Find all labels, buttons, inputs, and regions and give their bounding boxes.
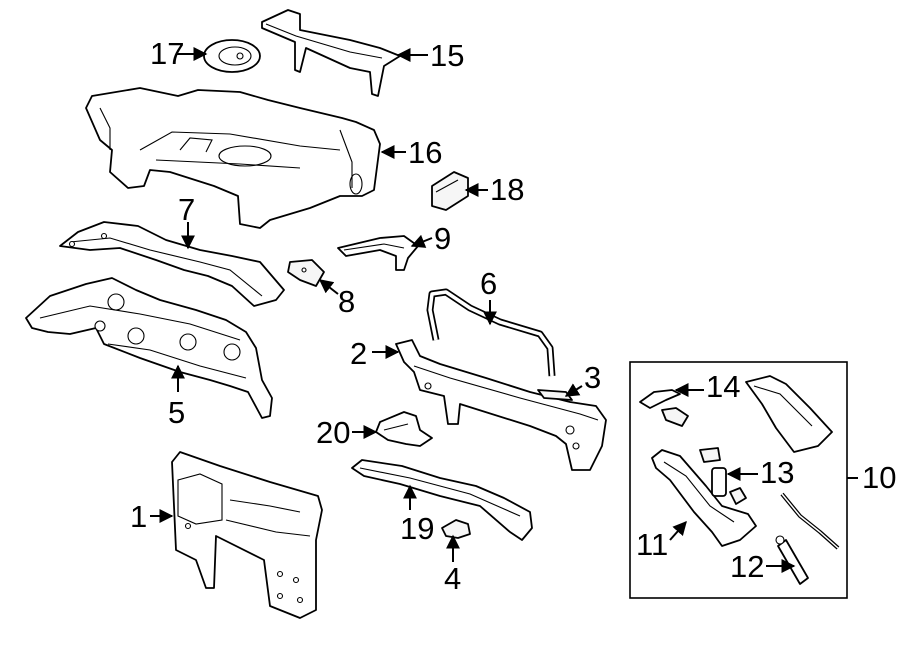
callout-18: 18 [490,172,524,207]
callout-4: 4 [444,561,461,596]
callout-20: 20 [316,415,350,450]
leader-8 [318,279,339,295]
part-13-drawing [711,467,747,505]
part-20-drawing [375,411,433,447]
callout-1: 1 [130,499,147,534]
callout-11: 11 [636,527,668,562]
callout-5: 5 [168,395,185,430]
part-7-drawing [59,221,285,307]
callout-labels: 1 2 3 4 5 6 7 8 9 10 11 12 13 14 15 16 1… [130,36,896,596]
callout-13: 13 [760,455,794,490]
part-12-drawing [775,535,809,585]
part-18-drawing [431,171,469,211]
part-11-drawing [651,447,757,547]
part-14-drawing [639,389,689,427]
callout-2: 2 [350,336,367,371]
part-17-drawing [203,39,261,73]
callout-19: 19 [400,511,434,546]
leader-11 [669,520,687,541]
callout-15: 15 [430,38,464,73]
part-16-drawing [85,87,381,229]
part-15-drawing [261,9,401,97]
part-1-drawing [171,451,323,619]
part-4-drawing [441,519,471,539]
part-9-drawing [337,235,419,271]
callout-10: 10 [862,460,896,495]
callout-6: 6 [480,266,497,301]
leader-9 [410,234,433,248]
part-10-strut-drawing [780,492,840,550]
callout-12: 12 [730,549,764,584]
callout-8: 8 [338,284,355,319]
callout-10-box [629,361,848,599]
part-6-drawing [426,288,556,377]
callout-9: 9 [434,221,451,256]
callout-3: 3 [584,360,601,395]
callout-7: 7 [178,192,195,227]
part-5-drawing [25,277,273,419]
part-3-drawing [537,389,573,401]
part-8-drawing [287,259,325,287]
leader-3 [564,383,583,397]
callout-14: 14 [706,369,740,404]
leader-arrows [150,47,796,573]
part-10-panel-drawing [745,375,833,453]
callout-16: 16 [408,135,442,170]
part-2-drawing [395,339,607,471]
